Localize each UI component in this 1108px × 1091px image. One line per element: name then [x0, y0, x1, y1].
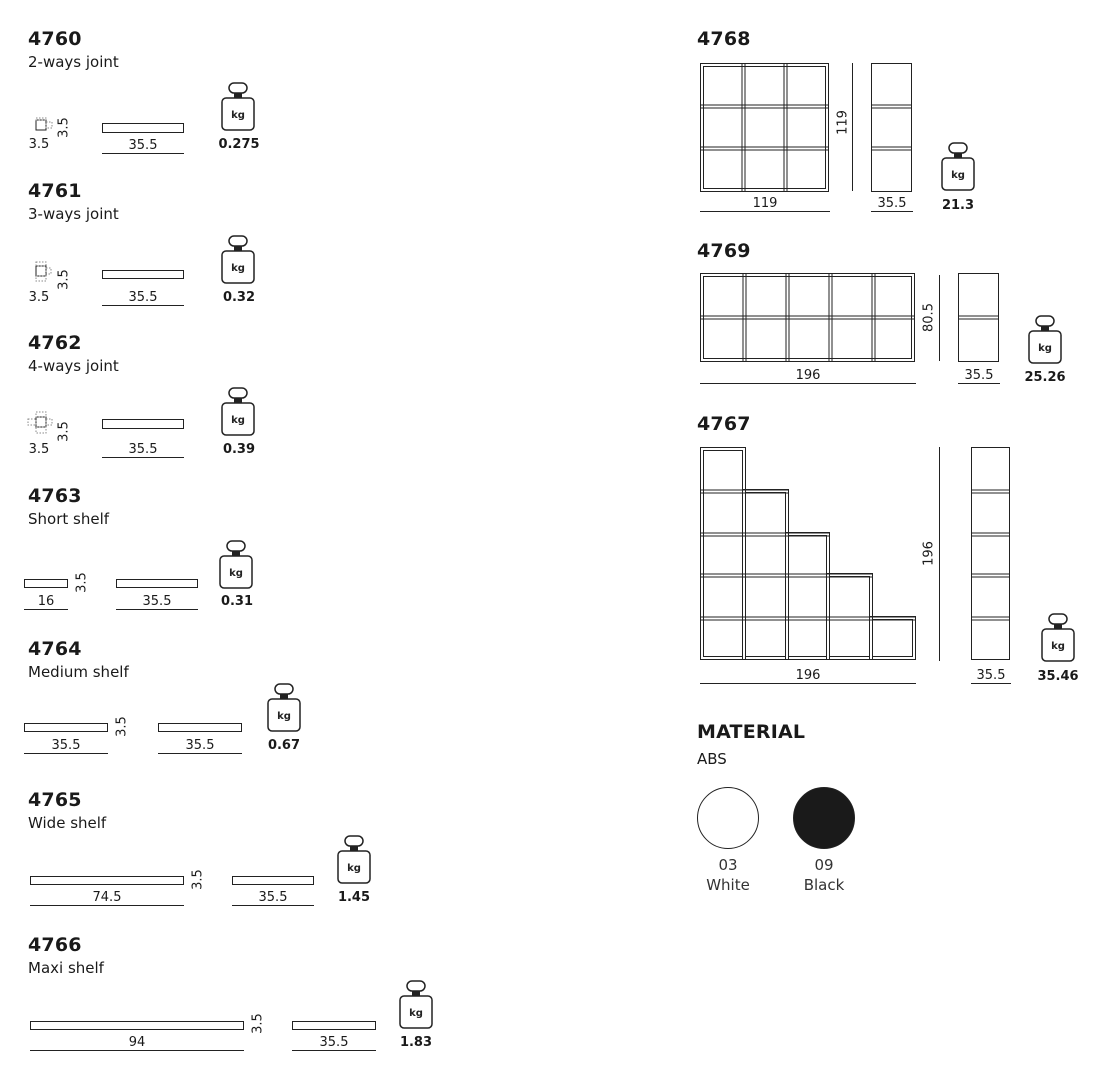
swatch-name: White	[706, 876, 750, 894]
joint-2-icon	[35, 117, 53, 131]
swatch-white[interactable]	[697, 787, 759, 849]
dim-depth: 35.5	[971, 668, 1011, 684]
product-code: 4766	[28, 934, 82, 956]
dim-height: 80.5	[921, 303, 937, 332]
dim-depth: 35.5	[102, 290, 184, 306]
svg-text:kg: kg	[231, 110, 245, 121]
svg-text:kg: kg	[231, 415, 245, 426]
dim-height: 196	[921, 541, 937, 566]
swatch-name: Black	[803, 876, 845, 894]
product-code: 4762	[28, 332, 82, 354]
dim-line	[939, 447, 940, 661]
svg-text:kg: kg	[277, 711, 291, 722]
shelf-side-view	[232, 876, 314, 885]
svg-text:kg: kg	[231, 263, 245, 274]
dim-width: 196	[700, 368, 916, 384]
grid-3x3-front	[700, 63, 829, 192]
shelf-top-view	[24, 579, 68, 588]
weight-value: 0.39	[222, 442, 256, 457]
profile-bar	[102, 123, 184, 133]
shelf-side-view	[158, 723, 242, 732]
dim-height: 3.5	[56, 117, 72, 138]
dim-width: 196	[700, 668, 916, 684]
product-name: Wide shelf	[28, 814, 107, 832]
shelf-top-view	[24, 723, 108, 732]
dim-depth: 35.5	[102, 138, 184, 154]
product-name: 2-ways joint	[28, 53, 119, 71]
dim-depth: 35.5	[232, 890, 314, 906]
product-name: Maxi shelf	[28, 959, 104, 977]
staircase-front	[700, 447, 916, 660]
dim-depth: 35.5	[102, 442, 184, 458]
composition-code: 4768	[697, 28, 751, 50]
weight-value: 1.45	[337, 890, 371, 905]
svg-text:kg: kg	[347, 863, 361, 874]
dim-width: 3.5	[28, 290, 50, 305]
weight-value: 0.275	[218, 137, 260, 152]
dim-height: 3.5	[114, 716, 130, 737]
profile-bar	[102, 270, 184, 279]
dim-height: 3.5	[74, 572, 90, 593]
grid-side	[958, 273, 999, 362]
grid-side	[871, 63, 912, 192]
dim-line	[939, 275, 940, 361]
weight-value: 1.83	[399, 1035, 433, 1050]
joint-3-icon	[35, 261, 52, 282]
dim-depth: 35.5	[871, 196, 913, 212]
dim-depth: 35.5	[958, 368, 1000, 384]
swatch-code: 09	[814, 856, 834, 874]
shelf-top-view	[30, 1021, 244, 1030]
product-code: 4764	[28, 638, 82, 660]
swatch-code: 03	[718, 856, 738, 874]
product-name: Medium shelf	[28, 663, 129, 681]
svg-text:kg: kg	[951, 170, 965, 181]
svg-text:kg: kg	[1038, 343, 1052, 354]
dim-height: 3.5	[56, 269, 72, 290]
material-title: MATERIAL	[697, 721, 806, 743]
dim-height: 3.5	[56, 421, 72, 442]
dim-depth: 35.5	[158, 738, 242, 754]
weight-value: 0.67	[267, 738, 301, 753]
product-code: 4760	[28, 28, 82, 50]
composition-code: 4769	[697, 240, 751, 262]
material-value: ABS	[697, 750, 727, 768]
dim-depth: 35.5	[116, 594, 198, 610]
shelf-side-view	[116, 579, 198, 588]
dim-width: 74.5	[30, 890, 184, 906]
dim-width: 16	[24, 594, 68, 610]
shelf-side-view	[292, 1021, 376, 1030]
weight-value: 25.26	[1024, 370, 1066, 385]
svg-text:kg: kg	[1051, 641, 1065, 652]
svg-text:kg: kg	[229, 568, 243, 579]
swatch-black[interactable]	[793, 787, 855, 849]
product-code: 4761	[28, 180, 82, 202]
grid-5x2-front	[700, 273, 915, 362]
product-name: Short shelf	[28, 510, 110, 528]
svg-text:kg: kg	[409, 1008, 423, 1019]
dim-width: 94	[30, 1035, 244, 1051]
dim-line	[852, 63, 853, 191]
dim-width: 119	[700, 196, 830, 212]
dim-width: 3.5	[28, 137, 50, 152]
product-code: 4765	[28, 789, 82, 811]
weight-value: 0.31	[220, 594, 254, 609]
profile-bar	[102, 419, 184, 429]
product-name: 4-ways joint	[28, 357, 119, 375]
dim-height: 119	[835, 110, 851, 135]
shelf-top-view	[30, 876, 184, 885]
dim-height: 3.5	[190, 869, 206, 890]
dim-height: 3.5	[250, 1013, 266, 1034]
dim-width: 35.5	[24, 738, 108, 754]
dim-width: 3.5	[28, 442, 50, 457]
staircase-side	[971, 447, 1010, 660]
weight-value: 21.3	[941, 198, 975, 213]
joint-4-icon	[27, 411, 53, 434]
product-name: 3-ways joint	[28, 205, 119, 223]
composition-code: 4767	[697, 413, 751, 435]
product-code: 4763	[28, 485, 82, 507]
weight-value: 0.32	[222, 290, 256, 305]
dim-depth: 35.5	[292, 1035, 376, 1051]
weight-value: 35.46	[1037, 669, 1079, 684]
